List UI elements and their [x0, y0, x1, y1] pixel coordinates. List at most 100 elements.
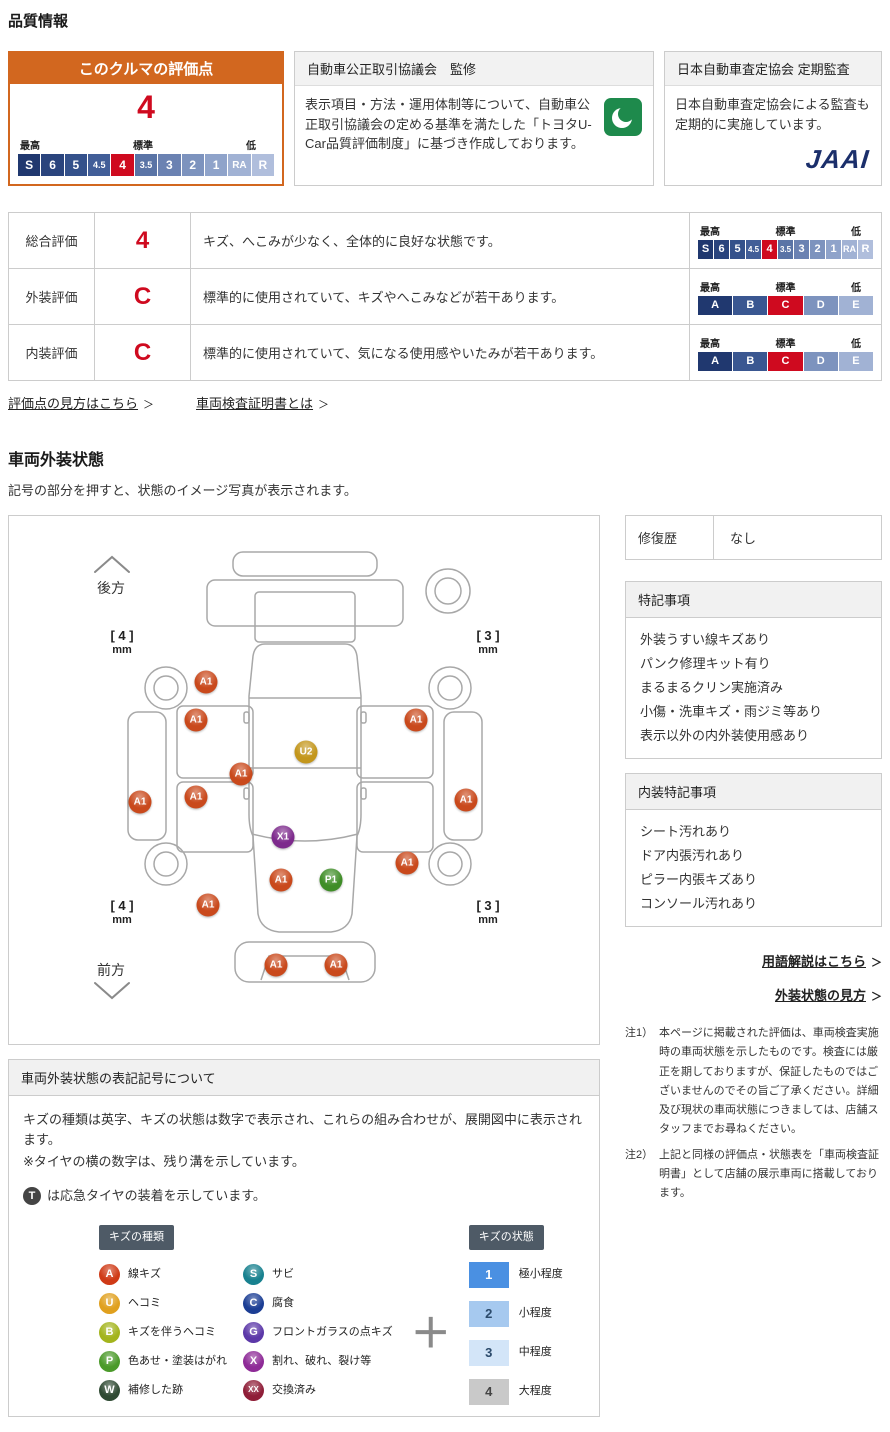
kind-label: キズを伴うヘコミ [128, 1325, 216, 1338]
damage-marker-A1[interactable]: A1 [194, 670, 218, 694]
note-item: 小傷・洗車キズ・雨ジミ等あり [640, 704, 823, 719]
rear-direction-label: 後方 [97, 580, 125, 596]
kind-label: 交換済み [272, 1383, 316, 1396]
damage-marker-A1[interactable]: A1 [324, 953, 348, 977]
exterior-section-subtitle: 記号の部分を押すと、状態のイメージ写真が表示されます。 [8, 483, 357, 498]
supervision-header: 自動車公正取引協議会 監修 [295, 52, 653, 86]
state-square-icon: 3 [468, 1339, 509, 1366]
interior-notes-header: 内装特記事項 [626, 774, 881, 810]
repair-history-value: なし [713, 515, 882, 560]
scale-cell-2: 2 [810, 239, 825, 259]
damage-marker-A1[interactable]: A1 [269, 868, 293, 892]
chevron-right-icon: ＞ [871, 991, 882, 1003]
special-notes-box: 特記事項 外装うすい線キズありパンク修理キット有りまるまるクリン実施済み小傷・洗… [625, 581, 882, 759]
chevron-right-icon: ＞ [871, 957, 882, 969]
kind-label: ヘコミ [128, 1296, 161, 1309]
kind-label: サビ [272, 1267, 294, 1280]
certificate-link[interactable]: 車両検査証明書とは＞ [196, 396, 330, 411]
legend-header: 車両外装状態の表記記号について [9, 1060, 599, 1096]
kind-circle-icon: G [243, 1321, 264, 1343]
scale-range-label: 低 [851, 282, 861, 294]
plus-sign: ＋ [410, 1312, 451, 1357]
scale-range-label: 標準 [133, 141, 153, 152]
footnotes: 注1）本ページに掲載された評価は、車両検査実施時の車両状態を示したものです。検査… [625, 1024, 882, 1203]
glossary-link[interactable]: 用語解説はこちら＞ [761, 954, 882, 969]
kind-label: 腐食 [272, 1296, 294, 1309]
kind-circle-icon: XX [243, 1379, 264, 1401]
damage-marker-P1[interactable]: P1 [319, 868, 343, 892]
scale-range-label: 標準 [775, 338, 796, 350]
damage-marker-A1[interactable]: A1 [264, 953, 288, 977]
interior-notes-box: 内装特記事項 シート汚れありドア内張汚れありピラー内張キズありコンソール汚れあり [625, 773, 882, 927]
evaluation-description: キズ、へこみが少なく、全体的に良好な状態です。 [190, 212, 690, 269]
legend-box: 車両外装状態の表記記号について キズの種類は英字、キズの状態は数字で表示され、こ… [8, 1059, 600, 1417]
scale-cell-4: 4 [762, 239, 777, 259]
supervision-body: 表示項目・方法・運用体制等について、自動車公正取引協議会の定める基準を満たした「… [295, 86, 653, 185]
supervision-text: 表示項目・方法・運用体制等について、自動車公正取引協議会の定める基準を満たした「… [305, 97, 592, 151]
damage-marker-X1[interactable]: X1 [271, 825, 295, 849]
score-guide-link[interactable]: 評価点の見方はこちら＞ [8, 396, 155, 411]
scale-cell-S: S [18, 154, 41, 176]
scale-range-label: 標準 [775, 226, 796, 238]
front-chevron-icon [94, 982, 130, 1000]
scale-cell-RA: RA [228, 154, 251, 176]
damage-marker-A1[interactable]: A1 [184, 785, 208, 809]
damage-marker-A1[interactable]: A1 [196, 893, 220, 917]
table-links: 評価点の見方はこちら＞ 車両検査証明書とは＞ [8, 393, 882, 412]
scale-cell-C: C [768, 295, 803, 315]
tread-depth-front-right: [ 3 ]mm [476, 898, 500, 926]
scale-range-label: 低 [851, 338, 861, 350]
state-label: 極小程度 [518, 1268, 563, 1281]
damage-marker-A1[interactable]: A1 [404, 708, 428, 732]
damage-marker-A1[interactable]: A1 [454, 788, 478, 812]
scale-range-label: 標準 [775, 282, 796, 294]
scale-cell-A: A [698, 351, 733, 371]
audit-text: 日本自動車査定協会による監査も定期的に実施しています。 [675, 97, 870, 132]
kind-circle-icon: S [243, 1263, 264, 1285]
evaluation-label: 外装評価 [8, 268, 95, 325]
damage-marker-A1[interactable]: A1 [184, 708, 208, 732]
page-title: 品質情報 [8, 13, 69, 30]
note-item: シート汚れあり [640, 824, 732, 839]
evaluation-score-value: 4 [137, 89, 155, 125]
note-item: ピラー内張キズあり [640, 872, 758, 887]
kind-circle-icon: W [99, 1379, 120, 1401]
front-direction-label: 前方 [97, 962, 125, 978]
kind-circle-icon: A [99, 1263, 120, 1285]
audit-box: 日本自動車査定協会 定期監査 日本自動車査定協会による監査も定期的に実施していま… [664, 51, 882, 186]
state-label: 大程度 [518, 1385, 552, 1398]
tread-depth-rear-right: [ 3 ]mm [476, 628, 500, 656]
scale-range-label: 最高 [20, 141, 40, 152]
state-square-icon: 2 [468, 1300, 509, 1327]
note-item: パンク修理キット有り [640, 656, 771, 671]
damage-marker-U2[interactable]: U2 [294, 740, 318, 764]
rear-chevron-icon [94, 555, 130, 573]
damage-marker-A1[interactable]: A1 [128, 790, 152, 814]
damage-marker-A1[interactable]: A1 [229, 762, 253, 786]
damage-marker-A1[interactable]: A1 [395, 851, 419, 875]
evaluation-grade: 4 [94, 212, 191, 269]
special-notes-header: 特記事項 [626, 582, 881, 618]
scale-cell-4.5: 4.5 [746, 239, 761, 259]
scale-cell-S: S [698, 239, 713, 259]
fair-trade-council-logo-icon [603, 97, 643, 143]
exterior-guide-link[interactable]: 外装状態の見方＞ [774, 988, 882, 1003]
scale-cell-5: 5 [730, 239, 745, 259]
damage-kind-XX: XX 交換済み [243, 1376, 393, 1405]
